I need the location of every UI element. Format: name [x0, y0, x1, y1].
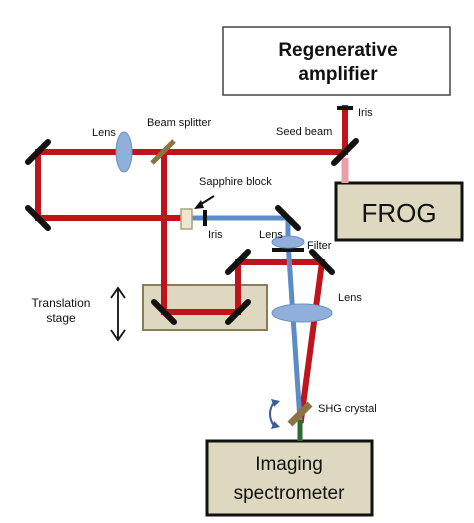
regen-title-line2: amplifier [298, 64, 378, 85]
label-lens-mid: Lens [259, 229, 283, 241]
regenerative-amplifier-box [222, 26, 451, 96]
mirror-stage-right [225, 299, 251, 325]
label-translation-line1: Translation [32, 296, 91, 310]
translation-arrow-icon [110, 286, 126, 342]
mirrors [25, 138, 359, 325]
spectrometer-title-line2: spectrometer [234, 483, 346, 504]
label-iris-mid: Iris [208, 229, 223, 241]
mirror-right [309, 249, 335, 275]
label-beam-splitter: Beam splitter [147, 117, 212, 129]
frog-title: FROG [361, 198, 436, 228]
mirror-bottom-left [25, 205, 51, 231]
mirror-top-left [25, 139, 51, 165]
rotation-arrow-icon [269, 401, 275, 427]
imaging-spectrometer-box [205, 439, 374, 517]
rotation-arrowhead-bottom [271, 421, 280, 429]
lens-mid [271, 235, 305, 249]
lens-right [271, 303, 333, 323]
spectrometer-title-line1: Imaging [255, 454, 323, 475]
mirror-seed [331, 138, 359, 166]
frog-box [334, 181, 464, 242]
sapphire-pointer-arrowhead [194, 200, 204, 209]
mirror-blue-turn [275, 205, 301, 231]
beam-splitter [150, 139, 176, 165]
label-seed-beam: Seed beam [276, 126, 332, 138]
mirror-stage-left [151, 299, 177, 325]
sapphire-block [180, 208, 193, 230]
label-filter: Filter [307, 240, 332, 252]
regen-title-line1: Regenerative [278, 40, 397, 61]
label-translation-line2: stage [46, 311, 76, 325]
red-beam-path [35, 105, 348, 424]
label-sapphire-block: Sapphire block [199, 176, 272, 188]
label-lens-right: Lens [338, 292, 362, 304]
label-iris-top: Iris [358, 107, 373, 119]
lens-left [115, 131, 133, 173]
rotation-arrowhead-top [271, 399, 280, 407]
mirror-after-stage [225, 249, 251, 275]
label-lens-left: Lens [92, 127, 116, 139]
label-shg-crystal: SHG crystal [318, 403, 377, 415]
shg-crystal [287, 401, 313, 427]
